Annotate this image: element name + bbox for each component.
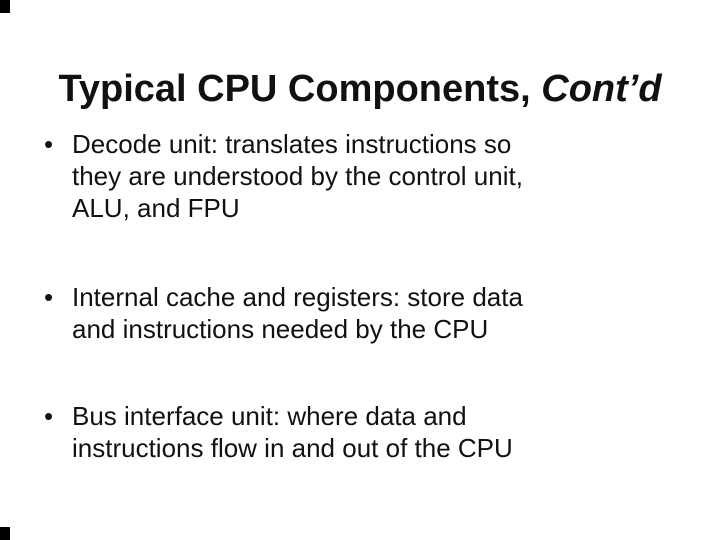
bullet-line: they are understood by the control unit, bbox=[72, 161, 523, 191]
bullet-line: Internal cache and registers: store data bbox=[72, 282, 523, 312]
bullet-text: Bus interface unit: where data and instr… bbox=[72, 400, 684, 464]
bullet-marker: • bbox=[44, 282, 54, 312]
slide-title: Typical CPU Components, Cont’d bbox=[0, 67, 720, 113]
slide-title-italic: Cont’d bbox=[541, 68, 662, 111]
bullet-line: ALU, and FPU bbox=[72, 193, 240, 223]
bullet-line: instructions flow in and out of the CPU bbox=[72, 433, 513, 463]
bullet-line: Decode unit: translates instructions so bbox=[72, 129, 512, 159]
corner-mark-top-left bbox=[0, 0, 10, 13]
slide-title-regular: Typical CPU Components, bbox=[58, 68, 542, 111]
bullet-marker: • bbox=[44, 129, 54, 159]
bullet-line: Bus interface unit: where data and bbox=[72, 401, 467, 431]
bullet-marker: • bbox=[44, 401, 54, 431]
bullet-item-decode-unit: • Decode unit: translates instructions s… bbox=[44, 128, 684, 224]
bullet-text: Internal cache and registers: store data… bbox=[72, 281, 684, 345]
bullet-item-internal-cache: • Internal cache and registers: store da… bbox=[44, 281, 684, 345]
bullet-text: Decode unit: translates instructions so … bbox=[72, 128, 684, 224]
bullet-line: and instructions needed by the CPU bbox=[72, 314, 489, 344]
corner-mark-bottom-left bbox=[0, 527, 10, 540]
bullet-item-bus-interface: • Bus interface unit: where data and ins… bbox=[44, 400, 684, 464]
